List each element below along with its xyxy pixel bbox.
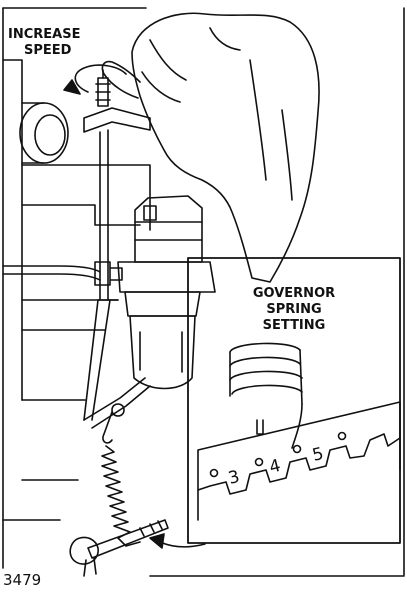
increase-speed-label: INCREASE SPEED [8,27,80,58]
scale-number-5: 5 [310,444,325,466]
governor-spring [102,446,130,538]
inset-spring-coil [230,343,302,448]
screw-bracket [84,108,150,132]
label-setting: SETTING [263,318,326,333]
scale-numbers: 3 4 5 [226,444,325,489]
hand [132,13,319,282]
hand-knuckles [142,28,292,200]
fuel-line [3,266,100,280]
spring-bottom-hook [118,538,140,546]
speed-adjusting-screw [96,70,110,106]
housing-port [20,103,68,163]
label-increase: INCREASE [8,27,80,42]
label-governor: GOVERNOR [253,286,335,301]
control-lever-shaft [84,558,96,576]
spring-hook [103,412,112,443]
plate-stud [257,420,263,434]
figure-number: 3479 [3,571,41,588]
engine-housing [3,60,150,520]
scale-number-3: 3 [226,467,241,489]
scale-number-4: 4 [267,456,282,478]
callout-pointer-arrowhead [150,534,164,548]
increase-speed-arrowhead [64,80,80,94]
label-speed: SPEED [24,43,72,58]
label-spring: SPRING [266,302,321,317]
lever-pivot [112,404,124,416]
governor-spring-setting-label: GOVERNOR SPRING SETTING [253,286,335,333]
bracket-support [100,130,108,300]
